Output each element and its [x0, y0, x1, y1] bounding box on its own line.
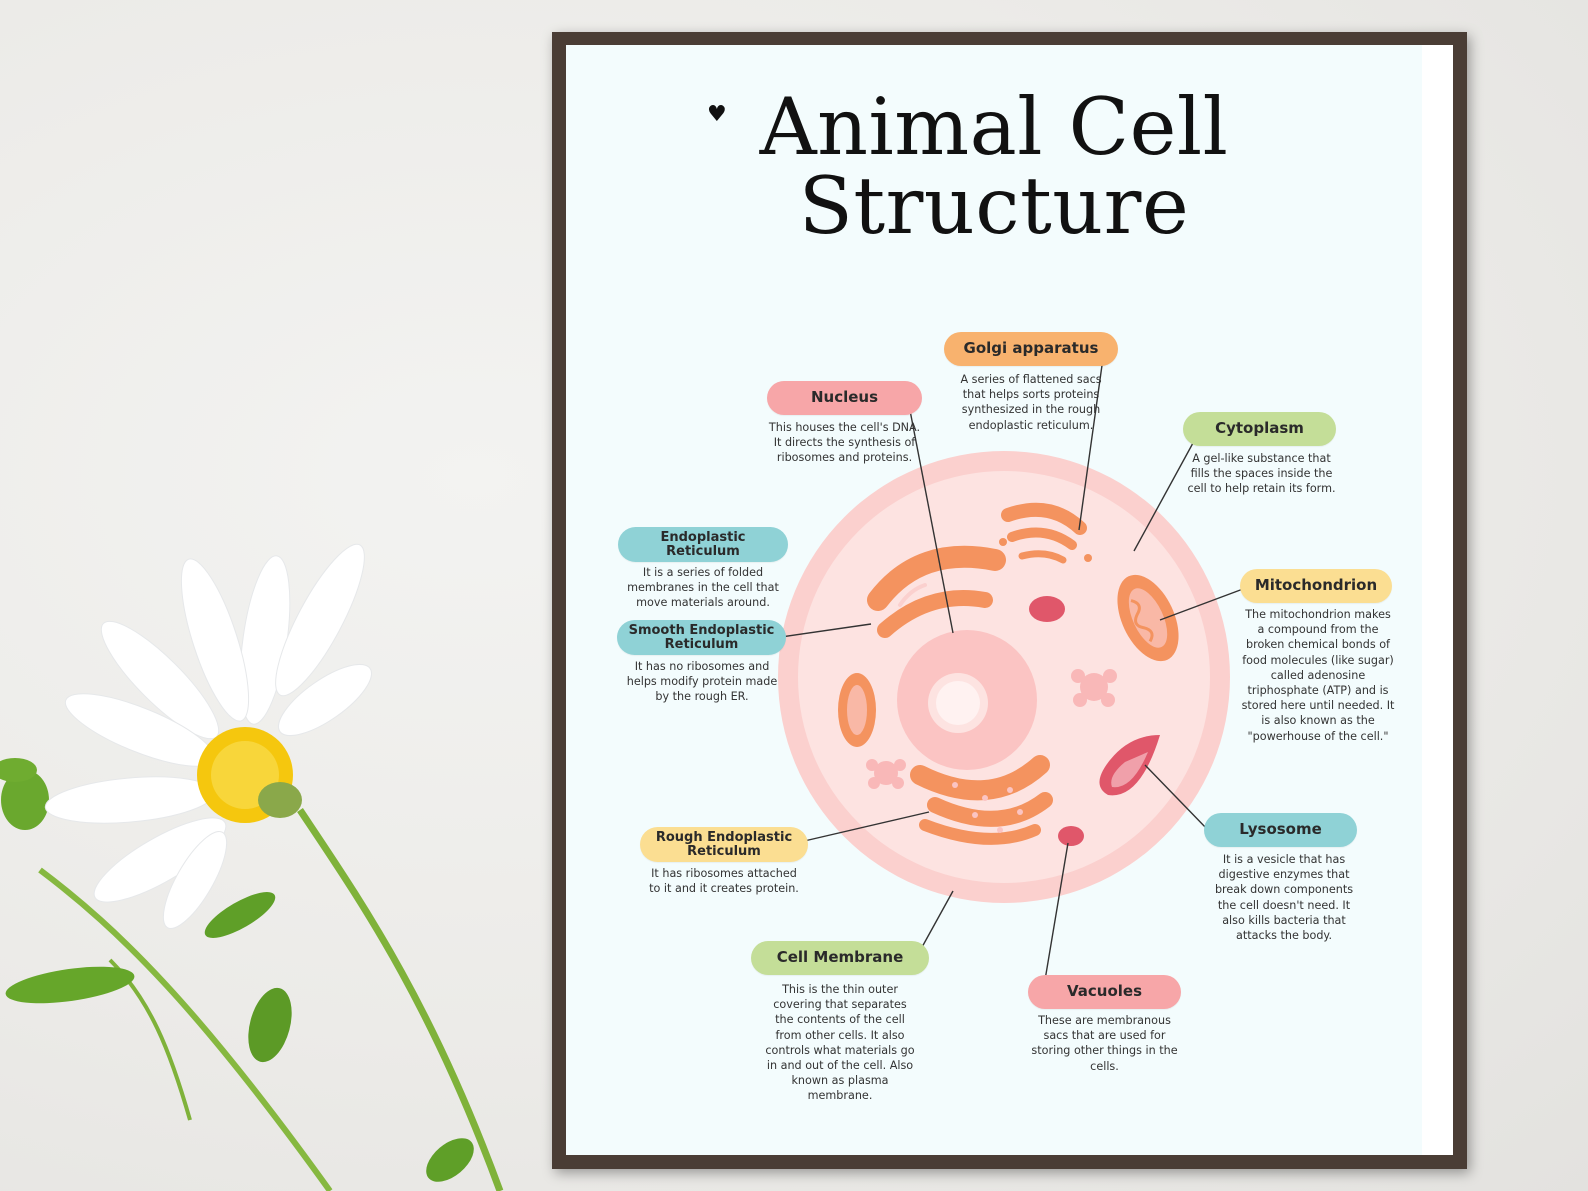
vacuoles-label: Vacuoles — [1028, 975, 1181, 1009]
heart-icon: ♥ — [707, 102, 727, 127]
golgi-apparatus-label: Golgi apparatus — [944, 332, 1118, 366]
cell-membrane-description: This is the thin outer covering that sep… — [765, 983, 915, 1103]
daisy-flower-image — [0, 543, 504, 1191]
mitochondrion-label: Mitochondrion — [1240, 569, 1392, 603]
lysosome-label: Lysosome — [1204, 813, 1357, 847]
cytoplasm-description: A gel-like substance that fills the spac… — [1187, 452, 1336, 496]
cytoplasm-label: Cytoplasm — [1183, 412, 1336, 446]
endoplastic-reticulum-label: Endoplastic Reticulum — [618, 527, 788, 562]
golgi-apparatus-description: A series of flattened sacs that helps so… — [960, 373, 1102, 432]
smooth-er-label: Smooth Endoplastic Reticulum — [617, 620, 786, 655]
smooth-er-description: It has no ribosomes and helps modify pro… — [626, 660, 778, 704]
rough-er-description: It has ribosomes attached to it and it c… — [649, 867, 799, 896]
mitochondrion-description: The mitochondrion makes a compound from … — [1241, 608, 1395, 743]
nucleus-description: This houses the cell's DNA. It directs t… — [768, 421, 921, 465]
endoplastic-reticulum-description: It is a series of folded membranes in th… — [627, 566, 779, 610]
cell-membrane-label: Cell Membrane — [751, 941, 929, 975]
vacuoles-description: These are membranous sacs that are used … — [1031, 1014, 1178, 1073]
lysosome-description: It is a vesicle that has digestive enzym… — [1214, 853, 1354, 943]
poster-title: Animal Cell Structure — [759, 81, 1229, 252]
rough-er-label: Rough Endoplastic Reticulum — [640, 827, 808, 862]
nucleus-label: Nucleus — [767, 381, 922, 415]
vacuole-shape — [1058, 826, 1084, 846]
